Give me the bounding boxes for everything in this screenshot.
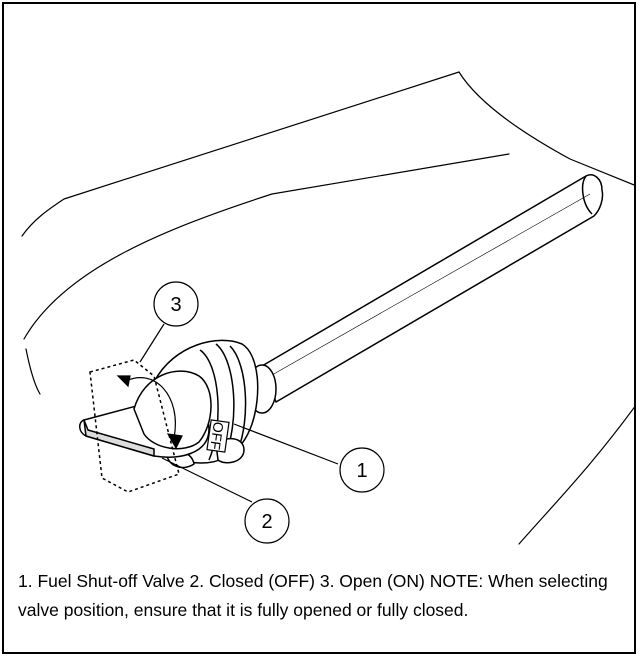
rotation-arrow [116,375,183,450]
callout-2: 2 [244,498,290,544]
svg-text:3: 3 [170,294,181,316]
fuel-hose [261,174,604,403]
valve-off-label: OFF [206,419,230,453]
fuel-valve-illustration: OFF 1 2 3 [21,71,634,545]
tank-contour-line [458,71,634,186]
tank-contour-line [23,153,510,340]
figure-caption: 1. Fuel Shut-off Valve 2. Closed (OFF) 3… [18,571,608,620]
tank-contour-line [518,406,634,545]
valve-lever [79,370,212,458]
leader-line-2 [161,457,253,503]
leader-line-1 [233,423,339,465]
svg-text:2: 2 [261,511,272,533]
callout-3: 3 [153,281,199,327]
svg-text:OFF: OFF [207,421,227,451]
leader-line-3 [139,323,165,363]
callout-1: 1 [339,447,385,493]
tank-contour-line [25,348,41,395]
tank-contour-line [21,71,460,237]
svg-text:1: 1 [356,460,367,482]
